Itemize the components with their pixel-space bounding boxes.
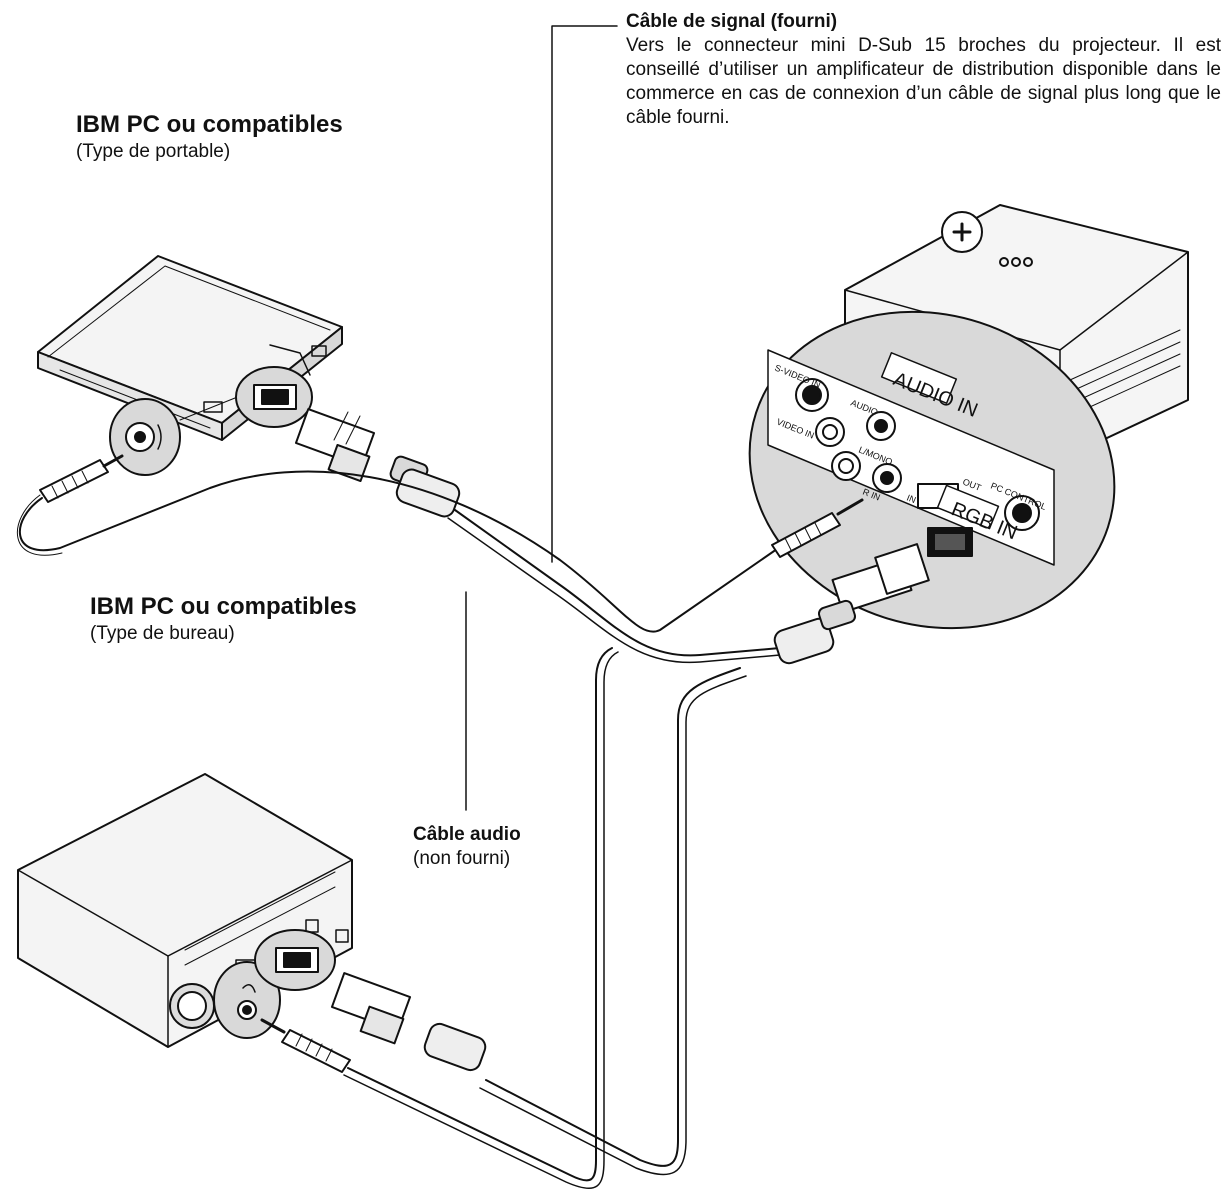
audio-cable-label: Câble audio (non fourni) xyxy=(413,823,521,871)
in-port-label: IN xyxy=(905,493,917,506)
audio-cable-title: Câble audio xyxy=(413,824,521,845)
signal-cable-description: Vers le connecteur mini D-Sub 15 broches… xyxy=(626,35,1221,128)
projector-audio-plug xyxy=(771,498,864,558)
desktop-vga-plug xyxy=(330,972,487,1072)
audio-cable-subtitle: (non fourni) xyxy=(413,848,511,869)
laptop-title: IBM PC ou compatibles xyxy=(76,111,343,138)
projector-connector-panel xyxy=(748,310,1116,630)
laptop-label: IBM PC ou compatibles (Type de portable) xyxy=(76,110,343,164)
laptop-subtitle: (Type de portable) xyxy=(76,141,231,162)
laptop-vga-plug xyxy=(294,408,461,518)
desktop-audio-plug xyxy=(260,1018,351,1073)
desktop-computer xyxy=(17,773,353,1048)
laptop-audio-cable xyxy=(18,470,791,633)
desktop-audio-cable xyxy=(347,647,613,1182)
signal-cable-title: Câble de signal (fourni) xyxy=(626,11,838,32)
desktop-title: IBM PC ou compatibles xyxy=(90,593,357,620)
laptop-audio-plug xyxy=(39,454,124,503)
desktop-label: IBM PC ou compatibles (Type de bureau) xyxy=(90,592,357,646)
desktop-rgb-cable xyxy=(485,667,741,1167)
signal-cable-callout: Câble de signal (fourni) Vers le connect… xyxy=(626,10,1221,130)
laptop-rgb-cable xyxy=(454,509,781,657)
signal-cable-leader xyxy=(551,25,618,563)
desktop-subtitle: (Type de bureau) xyxy=(90,623,235,644)
projector-vga-plug xyxy=(773,543,930,665)
